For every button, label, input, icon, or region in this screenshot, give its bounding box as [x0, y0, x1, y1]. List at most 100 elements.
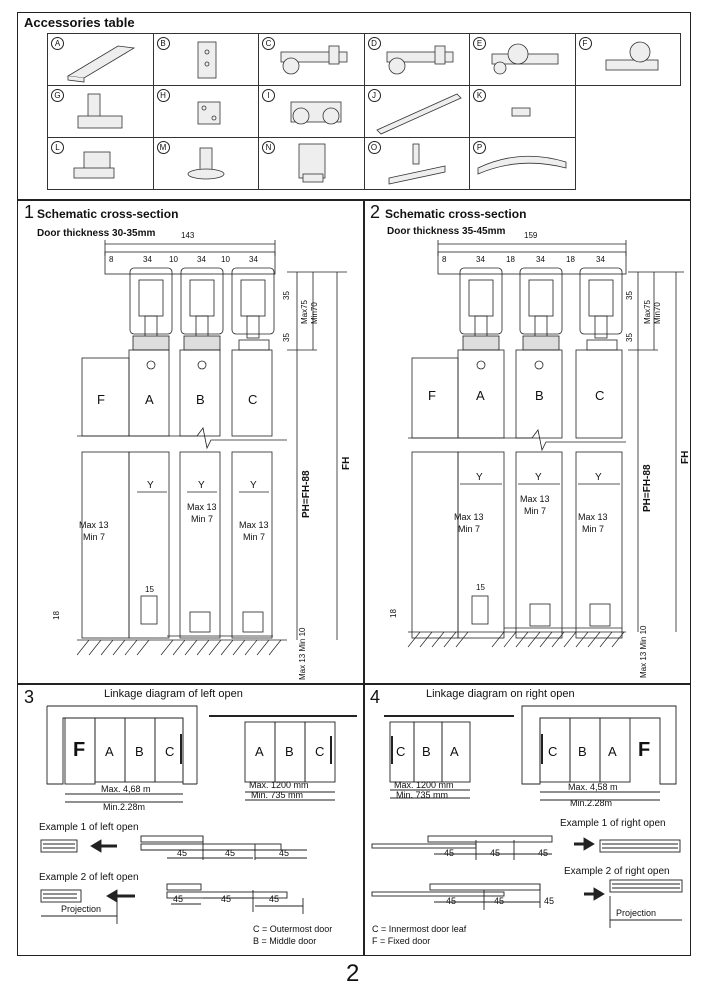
- s3-projection: Projection: [61, 904, 101, 914]
- svg-text:Min70: Min70: [653, 302, 662, 324]
- svg-text:Min 7: Min 7: [83, 532, 105, 542]
- accessory-label: J: [367, 89, 381, 102]
- accessory-label: C: [262, 37, 275, 50]
- accessory-cell: D: [363, 33, 470, 86]
- svg-text:45: 45: [177, 848, 187, 858]
- section1-number: 1: [24, 202, 35, 222]
- accessory-label: H: [156, 89, 170, 102]
- svg-text:34: 34: [143, 255, 152, 264]
- svg-text:C: C: [548, 744, 557, 759]
- svg-text:Max 13: Max 13: [187, 502, 217, 512]
- svg-text:10: 10: [221, 255, 230, 264]
- section2-number: 2: [370, 202, 381, 222]
- svg-text:Min 7: Min 7: [582, 524, 604, 534]
- accessory-label: I: [262, 89, 275, 102]
- svg-text:15: 15: [476, 583, 485, 592]
- svg-text:Min 7: Min 7: [524, 506, 546, 516]
- accessory-label: A: [51, 37, 64, 50]
- s3-panel-f: F: [73, 739, 85, 761]
- svg-text:18: 18: [52, 611, 61, 620]
- accessory-part-icon: [298, 143, 326, 183]
- svg-text:45: 45: [269, 894, 279, 904]
- accessory-part-icon: [605, 41, 658, 71]
- svg-text:8: 8: [109, 255, 114, 264]
- svg-text:10: 10: [169, 255, 178, 264]
- svg-text:Min 7: Min 7: [191, 514, 213, 524]
- accessory-label: E: [473, 37, 486, 50]
- svg-text:Max 13 Min 10: Max 13 Min 10: [639, 625, 648, 678]
- svg-text:Max75: Max75: [643, 299, 652, 324]
- s2-door-a: A: [476, 388, 485, 403]
- svg-text:C = Outermost door: C = Outermost door: [253, 924, 332, 934]
- svg-text:Y: Y: [198, 480, 205, 491]
- section3-frame: [17, 684, 364, 956]
- s4-panel-f: F: [638, 739, 650, 761]
- section3-drawing: F A B C A B C Max. 4,68 m Min.2.28m Max.…: [39, 705, 357, 946]
- svg-text:45: 45: [221, 894, 231, 904]
- s4-projection: Projection: [616, 908, 656, 918]
- accessory-label: D: [367, 37, 381, 50]
- accessory-part-icon: [73, 151, 115, 179]
- svg-text:34: 34: [197, 255, 206, 264]
- svg-text:Y: Y: [250, 480, 257, 491]
- accessory-cell: G: [47, 85, 154, 138]
- accessory-cell: N: [258, 137, 365, 190]
- s1-width-total: 143: [181, 231, 195, 240]
- accessory-part-icon: [66, 45, 136, 83]
- svg-text:B: B: [135, 744, 144, 759]
- section1-subtitle: Door thickness 30-35mm: [37, 228, 156, 239]
- svg-text:Min70: Min70: [310, 302, 319, 324]
- svg-text:Min.2.28m: Min.2.28m: [103, 802, 145, 812]
- accessory-cell: O: [363, 137, 470, 190]
- svg-text:Max 13: Max 13: [239, 520, 269, 530]
- svg-text:Max 13: Max 13: [578, 512, 608, 522]
- svg-text:18: 18: [389, 609, 398, 618]
- section4-frame: [364, 684, 691, 956]
- s1-door-f: F: [97, 392, 105, 407]
- svg-text:B: B: [422, 744, 431, 759]
- s2-fh: FH: [680, 451, 691, 464]
- svg-text:C: C: [165, 744, 174, 759]
- accessory-part-icon: [477, 155, 567, 175]
- page-number: 2: [346, 960, 360, 987]
- svg-text:F = Fixed door: F = Fixed door: [372, 936, 430, 946]
- svg-text:Max. 1200 mm: Max. 1200 mm: [249, 780, 309, 790]
- s4-example1: Example 1 of right open: [560, 818, 666, 829]
- accessory-cell: H: [152, 85, 259, 138]
- svg-text:Min 7: Min 7: [458, 524, 480, 534]
- svg-text:Max. 1200 mm: Max. 1200 mm: [394, 780, 454, 790]
- s2-door-c: C: [595, 388, 604, 403]
- svg-text:C: C: [315, 744, 324, 759]
- accessories-title: Accessories table: [24, 15, 135, 30]
- accessory-cell: K: [469, 85, 576, 138]
- s2-ph: PH=FH-88: [642, 464, 653, 512]
- section3-title: Linkage diagram of left open: [104, 688, 243, 700]
- section2-drawing: 159 8 34 18 34 18 34 35 Max75 Min70 35 1…: [389, 231, 691, 678]
- accessory-cell: A: [47, 33, 154, 86]
- svg-text:35: 35: [625, 333, 634, 342]
- accessory-part-icon: [187, 147, 224, 180]
- accessory-cell: I: [258, 85, 365, 138]
- svg-text:Max75: Max75: [300, 299, 309, 324]
- svg-text:35: 35: [282, 333, 291, 342]
- svg-text:8: 8: [442, 255, 447, 264]
- accessory-cell: L: [47, 137, 154, 190]
- s1-door-a: A: [145, 392, 154, 407]
- svg-text:A: A: [255, 744, 264, 759]
- accessory-part-icon: [290, 101, 342, 125]
- svg-text:34: 34: [536, 255, 545, 264]
- s4-example2: Example 2 of right open: [564, 866, 670, 877]
- s2-width-total: 159: [524, 231, 538, 240]
- s1-ph: PH=FH-88: [301, 470, 312, 518]
- accessory-part-icon: [280, 45, 348, 75]
- accessory-part-icon: [197, 41, 216, 79]
- svg-text:45: 45: [544, 896, 554, 906]
- accessory-cell: B: [152, 33, 259, 86]
- accessories-frame: [17, 12, 691, 200]
- svg-text:Max 13 Min 10: Max 13 Min 10: [298, 627, 307, 680]
- accessory-part-icon: [77, 93, 123, 129]
- section1-drawing: 143 8 34 10 34 10 34 35 Max75 Min70 35 1…: [52, 231, 352, 680]
- accessory-part-icon: [491, 43, 559, 75]
- accessory-part-icon: [197, 101, 220, 125]
- svg-text:45: 45: [446, 896, 456, 906]
